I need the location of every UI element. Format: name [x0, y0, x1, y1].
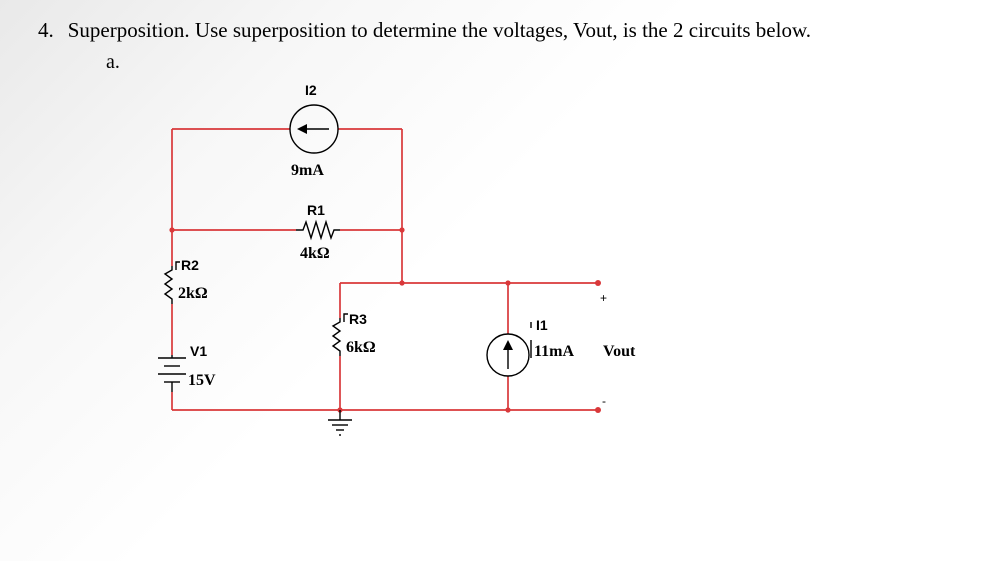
vout-terminal-plus [595, 280, 601, 286]
node-right-r1 [399, 227, 405, 233]
circuit-nodes [169, 227, 601, 413]
r2-name-label: R2 [181, 257, 199, 273]
resistor-r3 [331, 318, 342, 356]
i1-arrow-head-icon [503, 340, 513, 350]
r2-value-label: 2kΩ [178, 285, 208, 302]
vout-label: Vout [603, 343, 636, 360]
vout-plus-sign: + [600, 291, 607, 305]
i2-value-label: 9mA [291, 162, 324, 179]
vout-terminal-minus [595, 407, 601, 413]
current-source-i1 [486, 322, 532, 377]
r3-value-label: 6kΩ [346, 339, 376, 356]
r1-value-label: 4kΩ [300, 245, 330, 262]
node-i1-bottom [505, 407, 511, 413]
ground-icon [328, 410, 352, 436]
current-source-i2 [289, 104, 339, 154]
r2-bracket [175, 261, 180, 270]
resistor-r1 [296, 219, 340, 241]
node-i1-top [505, 280, 511, 286]
r1-name-label: R1 [307, 202, 325, 218]
question-text: 4. Superposition. Use superposition to de… [38, 18, 811, 43]
question-number: 4. [38, 18, 54, 42]
voltage-source-v1 [158, 355, 186, 392]
i1-name-label: I1 [536, 317, 548, 333]
question-body: Superposition. Use superposition to dete… [67, 18, 812, 42]
vout-minus-sign: - [602, 394, 606, 408]
i1-circle [486, 333, 530, 377]
node-left-r1 [169, 227, 175, 233]
r3-bracket [343, 313, 348, 322]
r3-name-label: R3 [349, 311, 367, 327]
circuit-wires [171, 128, 598, 411]
i2-name-label: I2 [305, 82, 317, 98]
subpart-label: a. [106, 51, 120, 73]
resistor-r2 [163, 266, 174, 304]
node-top-rail [399, 280, 405, 286]
v1-name-label: V1 [190, 343, 207, 359]
i1-value-label: 11mA [534, 343, 574, 360]
i2-arrow-head-icon [297, 124, 307, 134]
v1-value-label: 15V [188, 372, 216, 389]
i2-circle [289, 104, 339, 154]
